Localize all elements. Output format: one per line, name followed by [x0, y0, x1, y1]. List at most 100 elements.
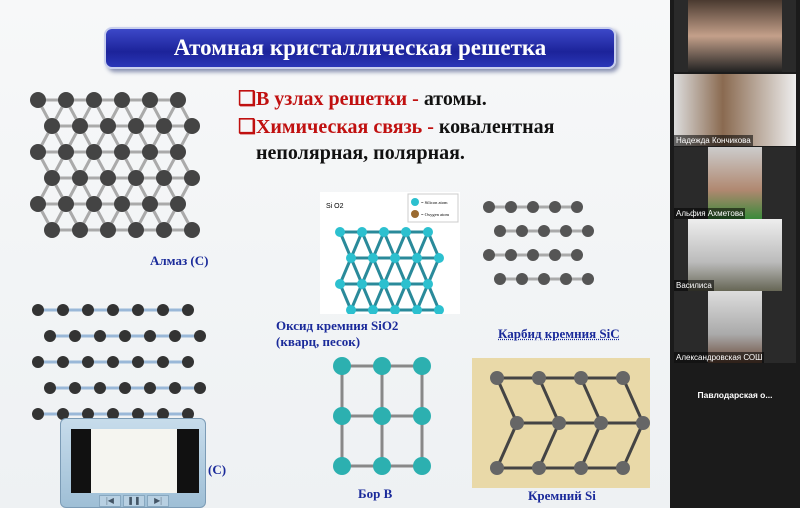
bullet-marker: ❑ — [238, 88, 256, 110]
atom — [69, 330, 81, 342]
bullet-label: В узлах решетки - — [255, 88, 424, 110]
atom — [333, 357, 351, 375]
atom — [184, 170, 200, 186]
atom — [510, 416, 524, 430]
atom — [346, 253, 356, 263]
atom — [57, 356, 69, 368]
atom — [30, 92, 46, 108]
atom — [82, 356, 94, 368]
atom — [538, 225, 550, 237]
atom — [582, 225, 594, 237]
atom — [142, 92, 158, 108]
atom — [636, 416, 650, 430]
atom — [390, 253, 400, 263]
atom — [532, 461, 546, 475]
atom — [114, 196, 130, 212]
atom — [373, 357, 391, 375]
participant-tile[interactable]: Василиса — [674, 219, 796, 291]
participant-tile[interactable] — [674, 0, 796, 72]
atom — [412, 253, 422, 263]
boron-structure-image — [333, 357, 431, 475]
atom — [505, 249, 517, 261]
atom — [32, 356, 44, 368]
atom — [86, 92, 102, 108]
atom — [128, 222, 144, 238]
atom — [527, 201, 539, 213]
atom — [132, 408, 144, 420]
caption-diamond: Алмаз (С) — [150, 253, 209, 268]
bullet-label: Химическая связь - — [255, 116, 439, 138]
atom — [582, 273, 594, 285]
atom — [32, 408, 44, 420]
atom — [379, 227, 389, 237]
atom — [156, 222, 172, 238]
presenter-mini-player[interactable]: |◀ ❚❚ ▶| — [60, 418, 206, 508]
atom — [184, 118, 200, 134]
atom — [119, 330, 131, 342]
slide-title: Атомная кристаллическая решетка — [104, 27, 616, 69]
atom — [423, 279, 433, 289]
atom — [107, 408, 119, 420]
graphite-lattice-image — [32, 304, 206, 420]
atom — [335, 279, 345, 289]
atom — [72, 118, 88, 134]
atom — [412, 305, 422, 314]
atom — [532, 371, 546, 385]
atom — [58, 144, 74, 160]
participant-tile[interactable]: Надежда Кончикова — [674, 74, 796, 146]
atom — [357, 227, 367, 237]
silicon-lattice-image — [472, 358, 650, 488]
participant-name: Василиса — [674, 280, 714, 291]
atom — [333, 407, 351, 425]
legend-oxygen: = Oxygen atom — [421, 212, 450, 217]
participant-name: Надежда Кончикова — [674, 135, 753, 146]
atom — [57, 304, 69, 316]
sic-lattice-image — [483, 201, 594, 285]
participant-tile[interactable]: Альфия Ахметова — [674, 147, 796, 219]
caption-graphite: (С) — [208, 462, 227, 477]
caption-sic: Карбид кремния SiC — [498, 326, 620, 341]
atom — [132, 356, 144, 368]
atom — [128, 118, 144, 134]
bullet-marker: ❑ — [238, 116, 256, 138]
atom — [100, 170, 116, 186]
atom — [132, 304, 144, 316]
atom — [44, 170, 60, 186]
caption-sio2-sub: (кварц, песок) — [276, 334, 361, 349]
participant-name: Александровская СОШ — [674, 352, 765, 363]
participants-panel[interactable]: Надежда Кончикова Альфия Ахметова Васили… — [670, 0, 800, 508]
bullet-2: ❑Химическая связь - ковалентная — [238, 114, 554, 139]
atom — [574, 371, 588, 385]
next-button[interactable]: ▶| — [147, 495, 169, 507]
atom — [516, 225, 528, 237]
atom — [44, 222, 60, 238]
atom — [44, 382, 56, 394]
atom — [182, 356, 194, 368]
atom — [373, 407, 391, 425]
atom — [616, 371, 630, 385]
atom — [538, 273, 550, 285]
atom — [494, 273, 506, 285]
atom — [194, 382, 206, 394]
atom — [86, 196, 102, 212]
more-participants-label[interactable]: Павлодарская о... — [697, 390, 773, 400]
atom — [333, 457, 351, 475]
pause-button[interactable]: ❚❚ — [123, 495, 145, 507]
atom — [44, 330, 56, 342]
previous-button[interactable]: |◀ — [99, 495, 121, 507]
atom — [32, 304, 44, 316]
atom — [571, 201, 583, 213]
atom — [72, 170, 88, 186]
sio2-structure-image: Si O2 = Silicon atom = Oxygen atom — [320, 192, 460, 314]
atom — [594, 416, 608, 430]
participant-tile[interactable]: Александровская СОШ — [674, 291, 796, 363]
atom — [58, 196, 74, 212]
atom — [194, 330, 206, 342]
atom — [373, 457, 391, 475]
atom — [368, 253, 378, 263]
atom — [494, 225, 506, 237]
diamond-lattice-image — [30, 92, 200, 238]
atom — [156, 118, 172, 134]
sio2-formula: Si O2 — [326, 203, 344, 210]
atom — [549, 201, 561, 213]
